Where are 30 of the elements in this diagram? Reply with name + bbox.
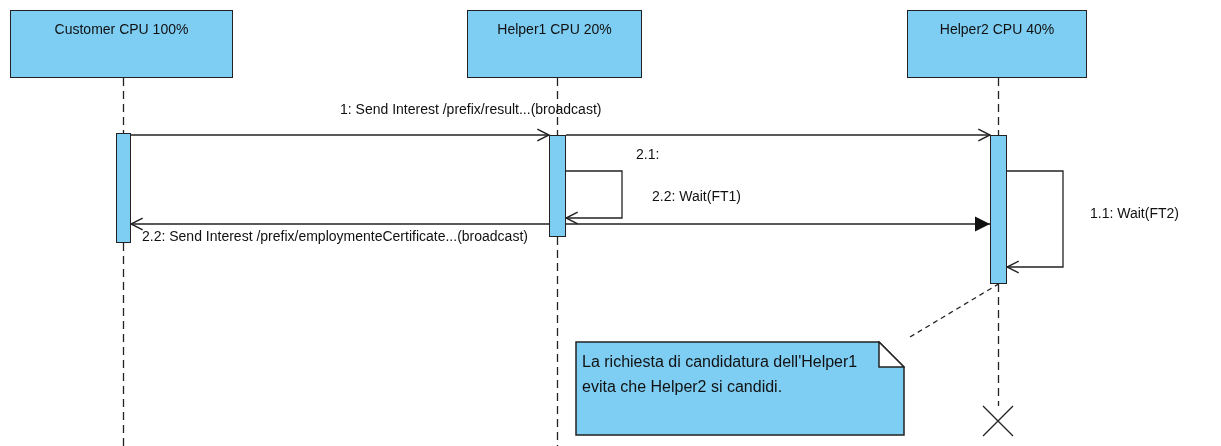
participant-box — [907, 10, 1087, 78]
self-message-arrow — [1006, 170, 1064, 274]
lifeline — [997, 77, 1000, 136]
lifeline — [122, 242, 125, 446]
note — [575, 341, 905, 436]
activation-bar — [116, 133, 131, 243]
message-label: 1: Send Interest /prefix/result...(broadcast) — [340, 101, 602, 117]
message-arrow — [130, 128, 550, 142]
lifeline — [997, 283, 1000, 407]
message-label: 2.2: Wait(FT1) — [652, 188, 741, 204]
activation-bar — [549, 135, 566, 237]
participant-box — [467, 10, 642, 78]
message-arrow — [130, 217, 550, 231]
message-label: 2.1: — [636, 146, 660, 162]
participant-name: Helper1 CPU 20% — [496, 21, 613, 37]
participant-name: Customer CPU 100% — [53, 21, 190, 37]
self-message-arrow — [565, 170, 623, 225]
lifeline — [556, 236, 559, 446]
lifeline — [122, 77, 125, 134]
leader-line — [909, 283, 1000, 338]
lifeline — [556, 77, 559, 136]
participant-name: Helper2 CPU 40% — [938, 21, 1056, 37]
message-arrow — [565, 128, 991, 142]
message-label: 1.1: Wait(FT2) — [1090, 205, 1179, 221]
participant-box — [10, 10, 233, 78]
note-text: La richiesta di candidatura dell'Helper1 evita che Helper2 si candidi. — [582, 352, 859, 397]
activation-bar — [990, 135, 1007, 284]
message-arrow — [565, 216, 991, 232]
destroy-mark — [982, 405, 1014, 437]
message-label: 2.2: Send Interest /prefix/employmenteCertificate...(broadcast) — [142, 228, 528, 244]
